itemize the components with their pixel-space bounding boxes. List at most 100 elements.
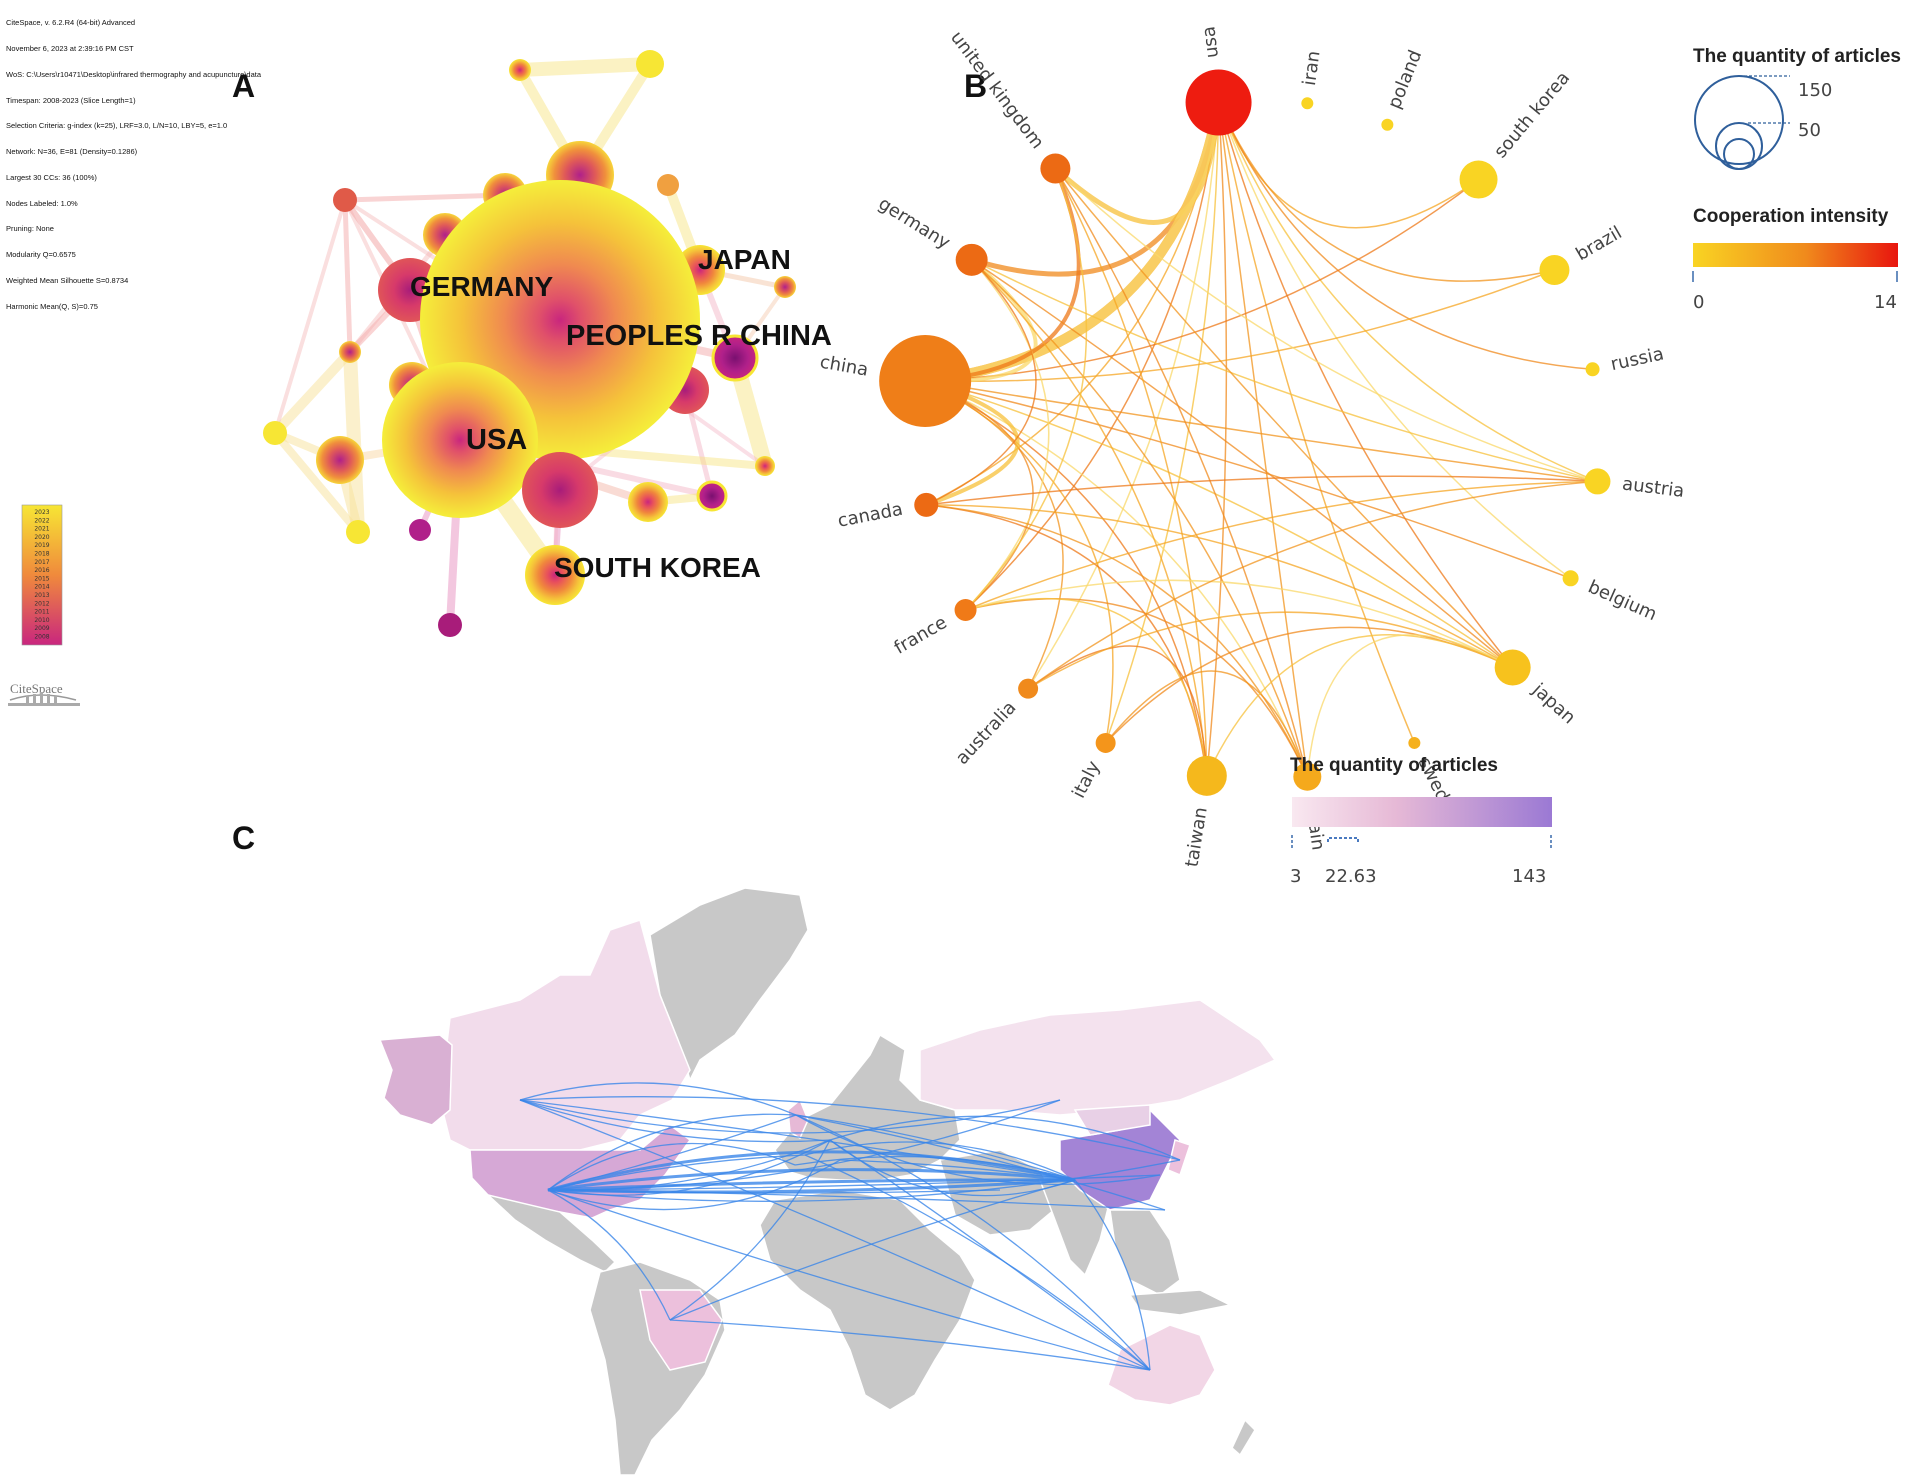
alaska [378, 1034, 453, 1126]
year-tick: 2014 [34, 584, 49, 591]
chord-node [1185, 69, 1252, 136]
brazil [639, 1289, 723, 1371]
chord-size-legend-title: The quantity of articles [1693, 46, 1901, 67]
chord-link [971, 259, 1514, 669]
chord-node [1494, 649, 1531, 686]
chord-country-label: united kingdom [946, 27, 1048, 153]
chord-link [925, 269, 1555, 383]
chord-link [1217, 102, 1598, 483]
header-line: Selection Criteria: g-index (k=25), LRF=… [6, 121, 228, 131]
chord-link [924, 380, 1034, 611]
intensity-legend-title: Cooperation intensity [1693, 206, 1889, 227]
chord-link [1217, 102, 1514, 668]
node [263, 421, 287, 445]
japan [1167, 1139, 1191, 1177]
map-link [795, 1114, 1151, 1371]
map-link [795, 1114, 1076, 1181]
panel-label-a: A [232, 68, 256, 104]
chord-link [965, 259, 1050, 611]
map-link [669, 1139, 831, 1321]
chord-link [970, 102, 1222, 277]
chord-link [924, 380, 1309, 777]
map-link [519, 1099, 831, 1143]
chord-node [1018, 678, 1039, 699]
label-south-korea: SOUTH KOREA [554, 552, 761, 583]
node [696, 480, 728, 512]
chord-node [1040, 153, 1071, 184]
node [522, 452, 598, 528]
label-usa: USA [466, 424, 527, 456]
node [755, 456, 775, 476]
header-line: Nodes Labeled: 1.0% [6, 198, 78, 208]
year-tick: 2023 [34, 509, 49, 516]
map-link [547, 1159, 841, 1211]
chord-country-label: canada [836, 499, 905, 532]
chord-link [1217, 102, 1416, 744]
chord-link [1027, 480, 1598, 690]
node [316, 436, 364, 484]
size-ring-50 [1715, 122, 1763, 170]
header-line: November 6, 2023 at 2:39:16 PM CST [6, 43, 134, 53]
chord-intensity-legend: Cooperation intensity 0 14 [1692, 206, 1898, 313]
chord-node [1459, 160, 1498, 199]
map-link [547, 1150, 1076, 1192]
chord-link [1206, 634, 1513, 777]
panel-label-c: C [232, 820, 256, 856]
chord-node [955, 243, 988, 276]
label-germany: GERMANY [410, 271, 553, 302]
southeast-asia [1109, 1209, 1181, 1296]
year-tick: 2010 [34, 617, 49, 624]
header-line: Weighted Mean Silhouette S=0.8734 [6, 276, 129, 285]
label-japan: JAPAN [698, 244, 791, 275]
chord-link [971, 259, 1309, 777]
citespace-network: GERMANY JAPAN PEOPLES R CHINA USA SOUTH … [8, 50, 832, 706]
year-tick: 2020 [34, 534, 49, 541]
chord-country-label: australia [952, 697, 1021, 769]
chord-link [1054, 168, 1208, 776]
year-tick: 2019 [34, 542, 49, 549]
chord-country-label: germany [875, 193, 954, 253]
node [333, 188, 357, 212]
node [628, 482, 668, 522]
chord-node [1293, 762, 1322, 791]
map-link [829, 1115, 1181, 1161]
header-line: Pruning: None [6, 224, 54, 234]
chord-node [954, 599, 977, 621]
year-tick: 2018 [34, 551, 49, 558]
chord-link [965, 579, 1514, 669]
chord-country-label: belgium [1585, 576, 1660, 625]
chord-node [1585, 362, 1600, 377]
network-nodes [263, 50, 796, 637]
node [509, 59, 531, 81]
chord-node [914, 492, 939, 517]
node [409, 519, 431, 541]
year-tick: 2015 [34, 575, 49, 582]
chord-country-label: italy [1068, 757, 1104, 801]
chord-country-label: russia [1609, 343, 1666, 375]
chord-country-label: brazil [1572, 222, 1625, 265]
size-ring-small [1723, 138, 1755, 170]
chord-country-label: austria [1621, 474, 1685, 502]
chord-link [1054, 167, 1598, 483]
year-tick: 2008 [34, 634, 49, 641]
map-legend-min: 3 [1290, 866, 1301, 887]
map-link [547, 1168, 1076, 1192]
chord-link [1206, 102, 1228, 776]
map-legend-max: 143 [1512, 866, 1546, 887]
map-link [547, 1159, 1181, 1202]
header-line: Harmonic Mean(Q, S)=0.75 [6, 301, 98, 311]
year-tick: 2009 [34, 625, 49, 632]
chord-country-label: taiwan [1182, 806, 1212, 869]
size-ring-150 [1694, 75, 1784, 165]
chord-country-label: japan [1528, 679, 1580, 729]
map-link [547, 1113, 797, 1191]
map-link [547, 1139, 831, 1196]
year-tick: 2021 [34, 526, 49, 533]
map-link [669, 1179, 1076, 1321]
chord-link [1054, 168, 1309, 777]
chord-link [1217, 102, 1309, 777]
chord-link [965, 168, 1088, 611]
map-link [829, 1139, 1151, 1371]
chord-link [1027, 645, 1208, 776]
chord-country-label: iran [1299, 49, 1325, 86]
